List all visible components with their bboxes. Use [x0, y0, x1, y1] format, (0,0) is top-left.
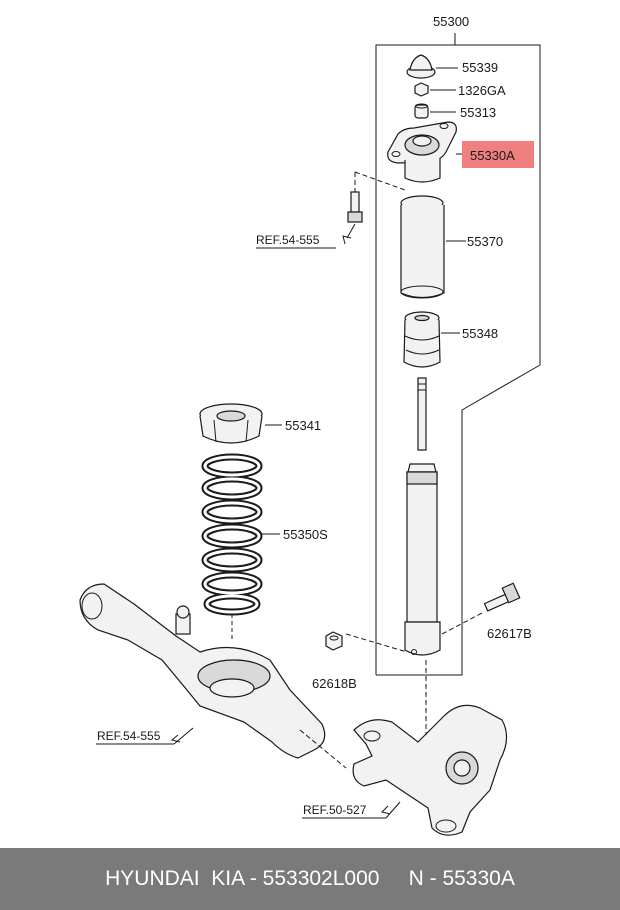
coil-spring-highlight	[203, 455, 261, 614]
callout-1326GA: 1326GA	[458, 83, 506, 98]
diagram-canvas: 55300 55339 1326GA 55313 55330A	[79, 14, 541, 836]
lower-bolt-part	[441, 582, 521, 635]
spring-pad-part	[199, 403, 282, 444]
callout-55339: 55339	[462, 60, 498, 75]
callout-55300: 55300	[433, 14, 469, 29]
nut-part	[414, 82, 456, 97]
ref-knuckle[interactable]: REF.50-527	[303, 803, 367, 817]
highlight-box	[462, 141, 534, 168]
footer-text: HYUNDAI KIA - 553302L000 N - 55330A	[105, 867, 515, 890]
dust-cover-part	[400, 195, 466, 299]
mount-bolt-part	[256, 171, 406, 249]
footer-bar: HYUNDAI KIA - 553302L000 N - 55330A	[0, 848, 620, 910]
knuckle-part	[302, 660, 508, 836]
strut-mount-part	[387, 121, 466, 183]
ref-lower-arm[interactable]: REF.54-555	[97, 729, 161, 743]
ref-mount-bolt[interactable]: REF.54-555	[256, 233, 320, 247]
spacer-part	[414, 103, 456, 119]
assembly-bracket	[375, 33, 541, 676]
callout-55313: 55313	[460, 105, 496, 120]
callout-55341: 55341	[285, 418, 321, 433]
callout-62618B: 62618B	[312, 676, 357, 691]
insulator-cap-part	[406, 54, 458, 79]
bumper-stopper-part	[403, 311, 460, 368]
callout-55350S: 55350S	[283, 527, 328, 542]
callout-55348: 55348	[462, 326, 498, 341]
callout-55370: 55370	[467, 234, 503, 249]
callout-55330A[interactable]: 55330A	[470, 148, 515, 163]
shock-absorber-part	[404, 377, 441, 656]
lower-nut-part	[325, 631, 408, 653]
lower-arm-part	[79, 583, 347, 769]
callout-62617B: 62617B	[487, 626, 532, 641]
